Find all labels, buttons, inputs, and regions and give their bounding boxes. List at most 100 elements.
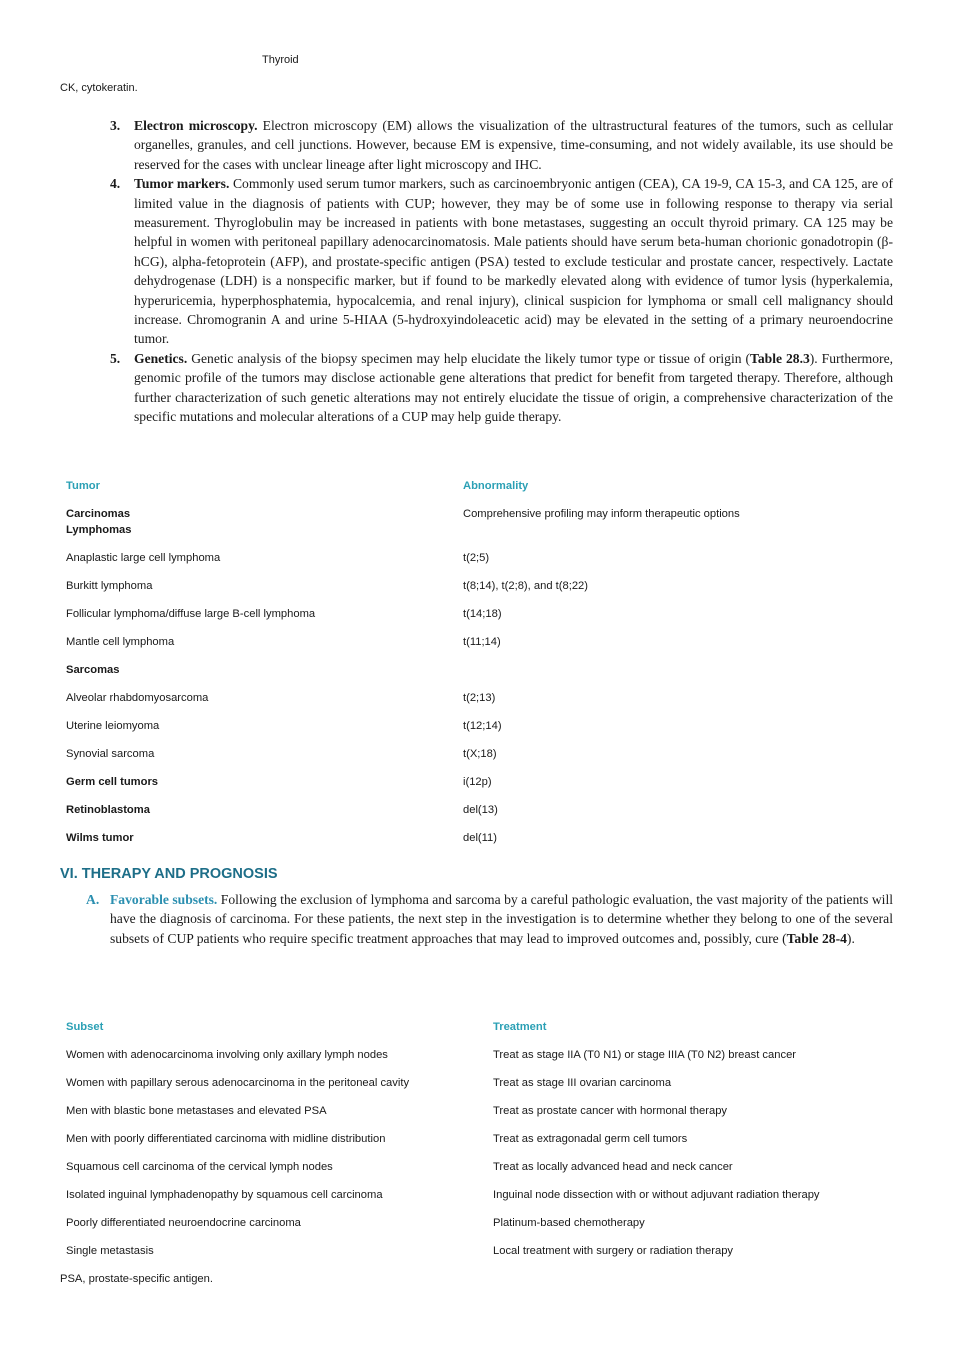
subsection-text: ). — [846, 930, 855, 946]
cell-subset: Men with poorly differentiated carcinoma… — [66, 1133, 386, 1145]
list-item-body: Tumor markers. Commonly used serum tumor… — [134, 174, 893, 349]
table-row: Single metastasis Local treatment with su… — [66, 1245, 820, 1273]
cell-abnormality: del(13) — [463, 804, 498, 816]
table-row: Lymphomas — [66, 524, 740, 552]
list-item-text: Electron microscopy (EM) allows the visu… — [134, 118, 893, 172]
cell-tumor: Synovial sarcoma — [66, 748, 155, 760]
cell-abnormality — [463, 524, 740, 552]
numbered-list: 3. Electron microscopy. Electron microsc… — [110, 116, 893, 427]
cell-tumor: Carcinomas — [66, 508, 131, 520]
table-row: Synovial sarcoma t(X;18) — [66, 748, 740, 776]
table-footnote-psa: PSA, prostate-specific antigen. — [60, 1273, 213, 1285]
subsection-letter: A. — [86, 892, 100, 907]
cell-tumor: Sarcomas — [66, 664, 120, 676]
cell-abnormality: del(11) — [463, 832, 497, 844]
cell-tumor: Mantle cell lymphoma — [66, 636, 175, 648]
list-item-lead: Genetics. — [134, 350, 188, 366]
list-item-lead: Tumor markers. — [134, 176, 230, 192]
cell-subset: Women with adenocarcinoma involving only… — [66, 1049, 388, 1061]
cell-subset: Men with blastic bone metastases and ele… — [66, 1105, 327, 1117]
column-header-abnormality: Abnormality — [463, 480, 529, 492]
table-row: Men with blastic bone metastases and ele… — [66, 1105, 820, 1133]
cell-abnormality — [463, 664, 740, 692]
table-row: Women with papillary serous adenocarcino… — [66, 1077, 820, 1105]
cell-tumor: Follicular lymphoma/diffuse large B-cell… — [66, 608, 316, 620]
table-row: Poorly differentiated neuroendocrine car… — [66, 1217, 820, 1245]
list-item-text: ). Furthermore, genomic profile of the t… — [134, 350, 894, 425]
table-row: Carcinomas Comprehensive profiling may in… — [66, 508, 740, 524]
cell-abnormality: t(2;13) — [463, 692, 496, 704]
table-row: Burkitt lymphoma t(8;14), t(2;8), and t(8… — [66, 580, 740, 608]
table-row: Mantle cell lymphoma t(11;14) — [66, 636, 740, 664]
table-header-row: Subset Treatment — [66, 1021, 820, 1049]
list-item-body: Electron microscopy. Electron microscopy… — [134, 116, 893, 174]
subsection-body: Favorable subsets. Following the exclusi… — [110, 890, 893, 948]
list-item-genetics: 5. Genetics. Genetic analysis of the bio… — [110, 349, 893, 427]
table-row: Alveolar rhabdomyosarcoma t(2;13) — [66, 692, 740, 720]
table-row: Germ cell tumors i(12p) — [66, 776, 740, 804]
cell-treatment: Local treatment with surgery or radiatio… — [493, 1245, 734, 1257]
cell-tumor: Burkitt lymphoma — [66, 580, 153, 592]
cell-treatment: Treat as stage IIA (T0 N1) or stage IIIA… — [493, 1049, 797, 1061]
table-header-row: Tumor Abnormality — [66, 480, 740, 508]
cell-abnormality: Comprehensive profiling may inform thera… — [463, 508, 740, 520]
cell-abnormality: i(12p) — [463, 776, 492, 788]
cell-tumor: Retinoblastoma — [66, 804, 150, 816]
table-row: Men with poorly differentiated carcinoma… — [66, 1133, 820, 1161]
table-footnote-ck: CK, cytokeratin. — [60, 82, 138, 94]
list-item-text: Commonly used serum tumor markers, such … — [134, 176, 893, 347]
table-row: Follicular lymphoma/diffuse large B-cell… — [66, 608, 740, 636]
subsection-favorable-subsets: A. Favorable subsets. Following the excl… — [86, 890, 893, 948]
table-tail-cell-thyroid: Thyroid — [262, 54, 299, 66]
list-item-number: 3. — [110, 118, 121, 133]
table-reference-link[interactable]: Table 28.3 — [750, 350, 810, 366]
list-item-number: 4. — [110, 176, 121, 192]
list-item-lead: Electron microscopy. — [134, 118, 258, 133]
cell-abnormality: t(2;5) — [463, 552, 490, 564]
cell-abnormality: t(11;14) — [463, 636, 501, 648]
cell-tumor: Uterine leiomyoma — [66, 720, 160, 732]
cell-tumor: Alveolar rhabdomyosarcoma — [66, 692, 209, 704]
cell-abnormality: t(X;18) — [463, 748, 497, 760]
section-heading-therapy-prognosis: VI. THERAPY AND PROGNOSIS — [60, 866, 278, 882]
cell-treatment: Inguinal node dissection with or without… — [493, 1189, 820, 1201]
table-row: Sarcomas — [66, 664, 740, 692]
cell-subset: Women with papillary serous adenocarcino… — [66, 1077, 410, 1089]
table-row: Retinoblastoma del(13) — [66, 804, 740, 832]
cell-tumor: Lymphomas — [66, 524, 132, 536]
table-row: Wilms tumor del(11) — [66, 832, 740, 860]
cell-abnormality: t(12;14) — [463, 720, 502, 732]
cell-treatment: Treat as extragonadal germ cell tumors — [493, 1133, 688, 1145]
cell-treatment: Platinum-based chemotherapy — [493, 1217, 645, 1229]
cell-tumor: Wilms tumor — [66, 832, 134, 844]
list-item-text: Genetic analysis of the biopsy specimen … — [187, 350, 751, 366]
cell-abnormality: t(8;14), t(2;8), and t(8;22) — [463, 580, 588, 592]
cell-subset: Squamous cell carcinoma of the cervical … — [66, 1161, 333, 1173]
cell-treatment: Treat as locally advanced head and neck … — [493, 1161, 733, 1173]
table-row: Anaplastic large cell lymphoma t(2;5) — [66, 552, 740, 580]
column-header-subset: Subset — [66, 1021, 104, 1033]
list-item-body: Genetics. Genetic analysis of the biopsy… — [134, 349, 893, 427]
subsection-lead: Favorable subsets. — [110, 892, 218, 907]
table-reference-link[interactable]: Table 28-4 — [786, 930, 847, 946]
cell-treatment: Treat as prostate cancer with hormonal t… — [493, 1105, 728, 1117]
cell-tumor: Germ cell tumors — [66, 776, 159, 788]
list-item-electron-microscopy: 3. Electron microscopy. Electron microsc… — [110, 116, 893, 174]
column-header-treatment: Treatment — [493, 1021, 547, 1033]
subsection-text: Following the exclusion of lymphoma and … — [110, 892, 893, 946]
cell-abnormality: t(14;18) — [463, 608, 502, 620]
table-row: Women with adenocarcinoma involving only… — [66, 1049, 820, 1077]
cell-subset: Poorly differentiated neuroendocrine car… — [66, 1217, 301, 1229]
cell-tumor: Anaplastic large cell lymphoma — [66, 552, 221, 564]
table-row: Squamous cell carcinoma of the cervical … — [66, 1161, 820, 1189]
cell-subset: Isolated inguinal lymphadenopathy by squ… — [66, 1189, 383, 1201]
column-header-tumor: Tumor — [66, 480, 100, 492]
list-item-number: 5. — [110, 350, 121, 366]
table-row: Isolated inguinal lymphadenopathy by squ… — [66, 1189, 820, 1217]
cell-subset: Single metastasis — [66, 1245, 154, 1257]
list-item-tumor-markers: 4. Tumor markers. Commonly used serum tu… — [110, 174, 893, 349]
